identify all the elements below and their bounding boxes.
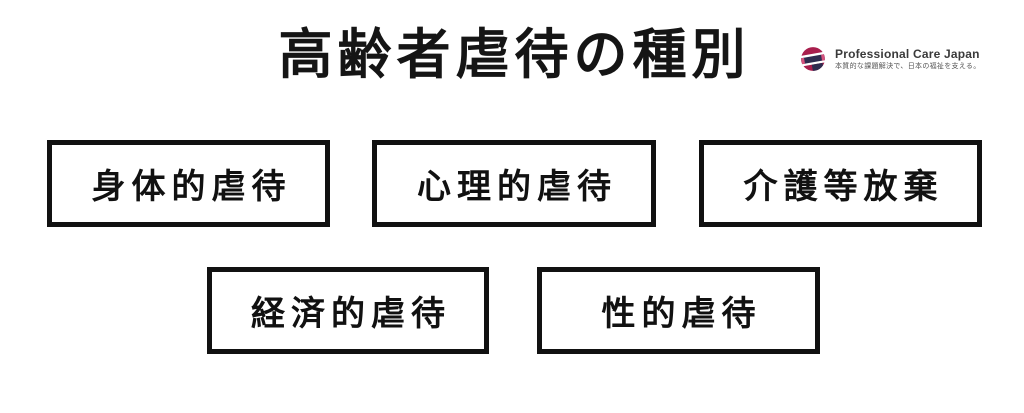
abuse-type-box-sexual: 性的虐待 — [537, 267, 820, 354]
abuse-type-label: 身体的虐待 — [91, 168, 292, 206]
brand-tagline: 本質的な課題解決で、日本の福祉を支える。 — [835, 63, 981, 71]
abuse-type-box-physical: 身体的虐待 — [47, 140, 330, 227]
abuse-type-box-psychological: 心理的虐待 — [372, 140, 656, 227]
brand-logo: Professional Care Japan 本質的な課題解決で、日本の福祉を… — [800, 46, 981, 72]
page-title: 高齢者虐待の種別 — [278, 25, 751, 85]
abuse-type-label: 心理的虐待 — [417, 168, 617, 206]
brand-name: Professional Care Japan — [835, 47, 980, 61]
abuse-type-box-neglect: 介護等放棄 — [699, 140, 982, 227]
abuse-type-label: 介護等放棄 — [743, 168, 944, 206]
abuse-type-label: 経済的虐待 — [251, 295, 451, 333]
abuse-type-box-economic: 経済的虐待 — [207, 267, 489, 354]
abuse-type-label: 性的虐待 — [601, 295, 762, 333]
brand-logo-icon — [801, 47, 825, 71]
brand-text-block: Professional Care Japan 本質的な課題解決で、日本の福祉を… — [835, 46, 981, 71]
